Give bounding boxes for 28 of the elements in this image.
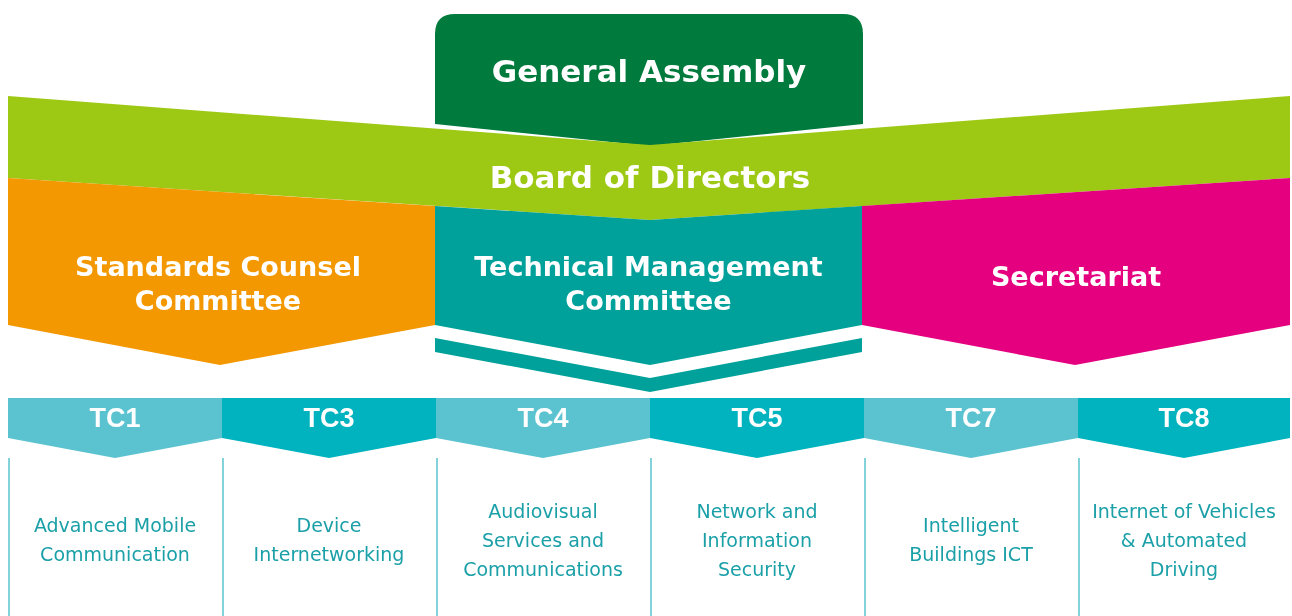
heading-text: Technical Management Committee [473, 250, 824, 318]
heading-text: TC8 [1157, 402, 1211, 435]
committee-panel [435, 206, 862, 392]
committee-panel [8, 178, 435, 365]
heading-text: TC5 [730, 402, 784, 435]
heading-text: Secretariat [989, 260, 1163, 294]
committee-column [1078, 398, 1290, 616]
heading-text: TC3 [302, 402, 356, 435]
description-text: Device Internetworking [252, 513, 406, 567]
description-text: Intelligent Buildings ICT [908, 513, 1034, 567]
committee-column [864, 398, 1078, 616]
committee-column [436, 398, 650, 616]
secretariat-panel [862, 178, 1290, 365]
description-text: Internet of Vehicles & Automated Driving [1092, 498, 1276, 582]
committee-column [8, 398, 222, 616]
heading-text: Standards Counsel Committee [74, 250, 362, 318]
board-band [8, 96, 1290, 220]
committee-column [222, 398, 436, 616]
heading-text: TC7 [944, 402, 998, 435]
description-text: Advanced Mobile Communication [32, 513, 198, 567]
title-text: General Assembly [490, 54, 808, 88]
heading-text: TC4 [516, 402, 570, 435]
heading-text: TC1 [88, 402, 142, 435]
description-text: Network and Information Security [695, 498, 819, 582]
heading-text: Board of Directors [488, 160, 812, 194]
assembly-shape [435, 14, 863, 146]
committee-column [650, 398, 864, 616]
description-text: Audiovisual Services and Communications [462, 498, 624, 582]
